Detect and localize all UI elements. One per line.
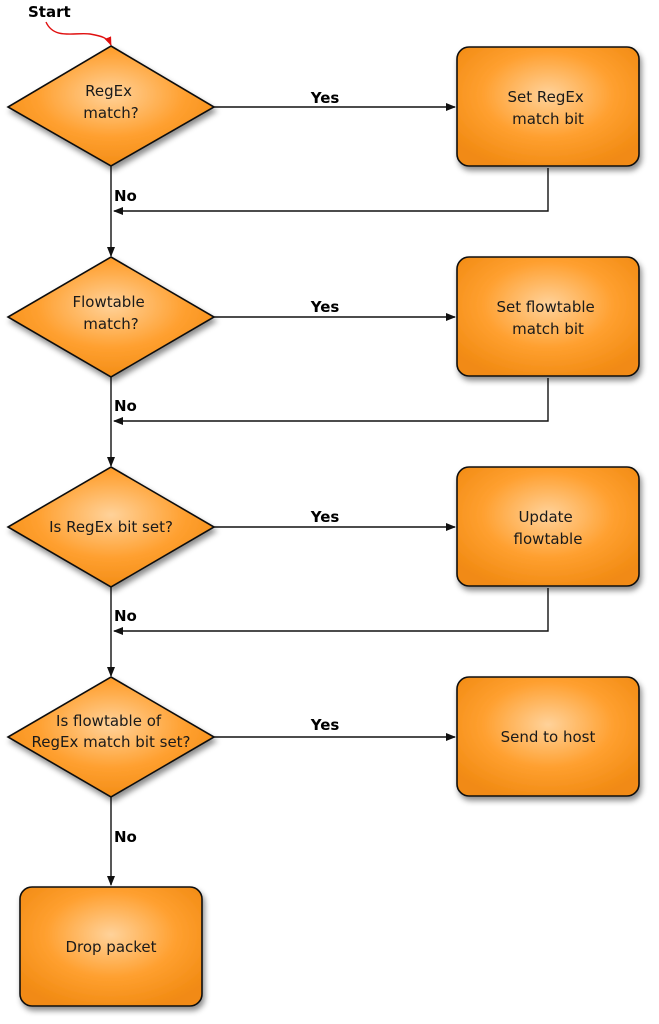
- svg-text:Set flowtable match bit: Set flowtable match bit: [496, 298, 599, 338]
- process-label-line: Drop packet: [65, 938, 156, 956]
- svg-text:Send to host: Send to host: [501, 728, 596, 746]
- yes-label-2: Yes: [310, 298, 340, 316]
- edge-p2-return: [113, 378, 549, 425]
- decision-flowtable-or-regex-bit-set: Is flowtable of RegEx match bit set?: [6, 676, 216, 798]
- svg-text:Is RegEx bit set?: Is RegEx bit set?: [49, 518, 173, 536]
- yes-label-3: Yes: [310, 508, 340, 526]
- no-label-2: No: [114, 397, 137, 415]
- yes-label-4: Yes: [310, 716, 340, 734]
- process-set-regex-match-bit: Set RegEx match bit: [456, 46, 640, 167]
- decision-regex-match: RegEx match?: [6, 45, 216, 167]
- edge-p1-return: [113, 168, 549, 215]
- svg-text:Update flowtable: Update flowtable: [514, 508, 583, 548]
- process-label-line: Send to host: [501, 728, 596, 746]
- process-label-line: Set RegEx: [507, 88, 583, 106]
- start-arrow: [45, 21, 112, 46]
- process-drop-packet: Drop packet: [19, 886, 203, 1007]
- process-label-line: match bit: [512, 110, 584, 128]
- process-set-flowtable-match-bit: Set flowtable match bit: [456, 256, 640, 377]
- decision-flowtable-match: Flowtable match?: [6, 256, 216, 378]
- process-send-to-host: Send to host: [456, 676, 640, 797]
- yes-label-1: Yes: [310, 89, 340, 107]
- no-label-1: No: [114, 187, 137, 205]
- decision-label-line: match?: [83, 104, 138, 122]
- process-update-flowtable: Update flowtable: [456, 466, 640, 587]
- process-label-line: Update: [518, 508, 572, 526]
- svg-text:Flowtable match?: Flowtable match?: [72, 293, 149, 333]
- decision-label-line: RegEx match bit set?: [31, 733, 190, 751]
- start-label: Start: [28, 3, 71, 21]
- decision-label-line: RegEx: [85, 82, 132, 100]
- no-label-4: No: [114, 828, 137, 846]
- svg-text:Set RegEx match bit: Set RegEx match bit: [507, 88, 588, 128]
- svg-text:Is flowtable of RegEx ma: Is flowtable of RegEx match bit set?: [31, 712, 190, 751]
- process-label-line: Set flowtable: [496, 298, 594, 316]
- decision-regex-bit-set: Is RegEx bit set?: [6, 466, 216, 588]
- svg-text:RegEx match?: RegEx match?: [83, 82, 138, 122]
- decision-label-line: Is flowtable of: [56, 712, 162, 730]
- decision-label-line: Is RegEx bit set?: [49, 518, 173, 536]
- no-label-3: No: [114, 607, 137, 625]
- process-label-line: match bit: [512, 320, 584, 338]
- svg-text:Drop packet: Drop packet: [65, 938, 156, 956]
- process-label-line: flowtable: [514, 530, 583, 548]
- decision-label-line: Flowtable: [72, 293, 144, 311]
- edge-p3-return: [113, 588, 549, 635]
- decision-label-line: match?: [83, 315, 138, 333]
